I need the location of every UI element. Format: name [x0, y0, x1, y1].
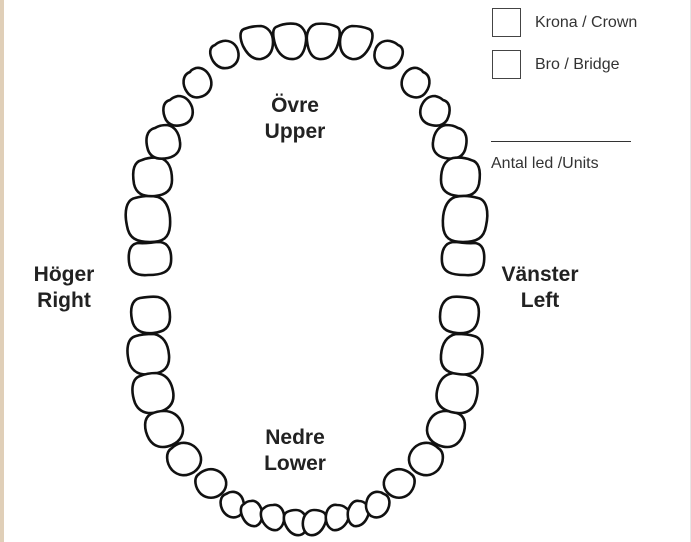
- upper-arch: [126, 24, 488, 276]
- crown-checkbox[interactable]: [492, 8, 521, 37]
- upper-tooth[interactable]: [133, 158, 172, 197]
- right-side-label-en: Right: [22, 288, 106, 314]
- lower-tooth[interactable]: [167, 443, 201, 475]
- left-side-label-en: Left: [490, 288, 590, 314]
- upper-tooth[interactable]: [433, 125, 467, 159]
- lower-tooth[interactable]: [132, 373, 173, 413]
- bridge-checkbox-label: Bro / Bridge: [535, 56, 619, 74]
- upper-tooth[interactable]: [340, 26, 373, 59]
- lower-tooth[interactable]: [427, 411, 465, 447]
- units-label: Antal led /Units: [491, 155, 599, 173]
- lower-label-sv: Nedre: [255, 425, 335, 451]
- lower-tooth[interactable]: [440, 297, 479, 334]
- right-side-label-sv: Höger: [22, 262, 106, 288]
- upper-label-en: Upper: [255, 119, 335, 145]
- right-side-label: Höger Right: [22, 262, 106, 314]
- lower-tooth[interactable]: [441, 334, 483, 375]
- lower-tooth[interactable]: [366, 492, 389, 518]
- left-side-label: Vänster Left: [490, 262, 590, 314]
- upper-tooth[interactable]: [374, 41, 402, 68]
- lower-tooth[interactable]: [437, 373, 478, 413]
- upper-tooth[interactable]: [184, 68, 212, 98]
- lower-tooth[interactable]: [131, 297, 170, 334]
- lower-arch: [127, 297, 482, 536]
- upper-tooth[interactable]: [443, 196, 487, 242]
- lower-tooth[interactable]: [326, 505, 349, 530]
- upper-tooth[interactable]: [273, 24, 306, 59]
- lower-tooth[interactable]: [409, 443, 443, 475]
- lower-tooth[interactable]: [303, 510, 326, 535]
- units-input-line[interactable]: [491, 141, 631, 142]
- lower-label: Nedre Lower: [255, 425, 335, 477]
- lower-tooth[interactable]: [145, 411, 183, 447]
- upper-tooth[interactable]: [402, 68, 430, 98]
- upper-tooth[interactable]: [146, 125, 180, 159]
- crown-checkbox-label: Krona / Crown: [535, 14, 637, 32]
- upper-tooth[interactable]: [441, 158, 480, 197]
- upper-tooth[interactable]: [129, 242, 171, 275]
- upper-tooth[interactable]: [241, 26, 274, 59]
- lower-tooth[interactable]: [384, 469, 415, 498]
- bridge-checkbox[interactable]: [492, 50, 521, 79]
- upper-label-sv: Övre: [255, 93, 335, 119]
- lower-tooth[interactable]: [241, 501, 262, 526]
- lower-label-en: Lower: [255, 451, 335, 477]
- left-side-label-sv: Vänster: [490, 262, 590, 288]
- upper-tooth[interactable]: [307, 24, 340, 59]
- upper-tooth[interactable]: [210, 41, 238, 68]
- upper-tooth[interactable]: [420, 96, 449, 126]
- upper-tooth[interactable]: [163, 96, 192, 126]
- lower-tooth[interactable]: [195, 469, 226, 498]
- upper-label: Övre Upper: [255, 93, 335, 145]
- lower-tooth[interactable]: [261, 505, 284, 530]
- lower-tooth[interactable]: [127, 334, 169, 375]
- upper-tooth[interactable]: [442, 242, 484, 275]
- upper-tooth[interactable]: [126, 196, 170, 242]
